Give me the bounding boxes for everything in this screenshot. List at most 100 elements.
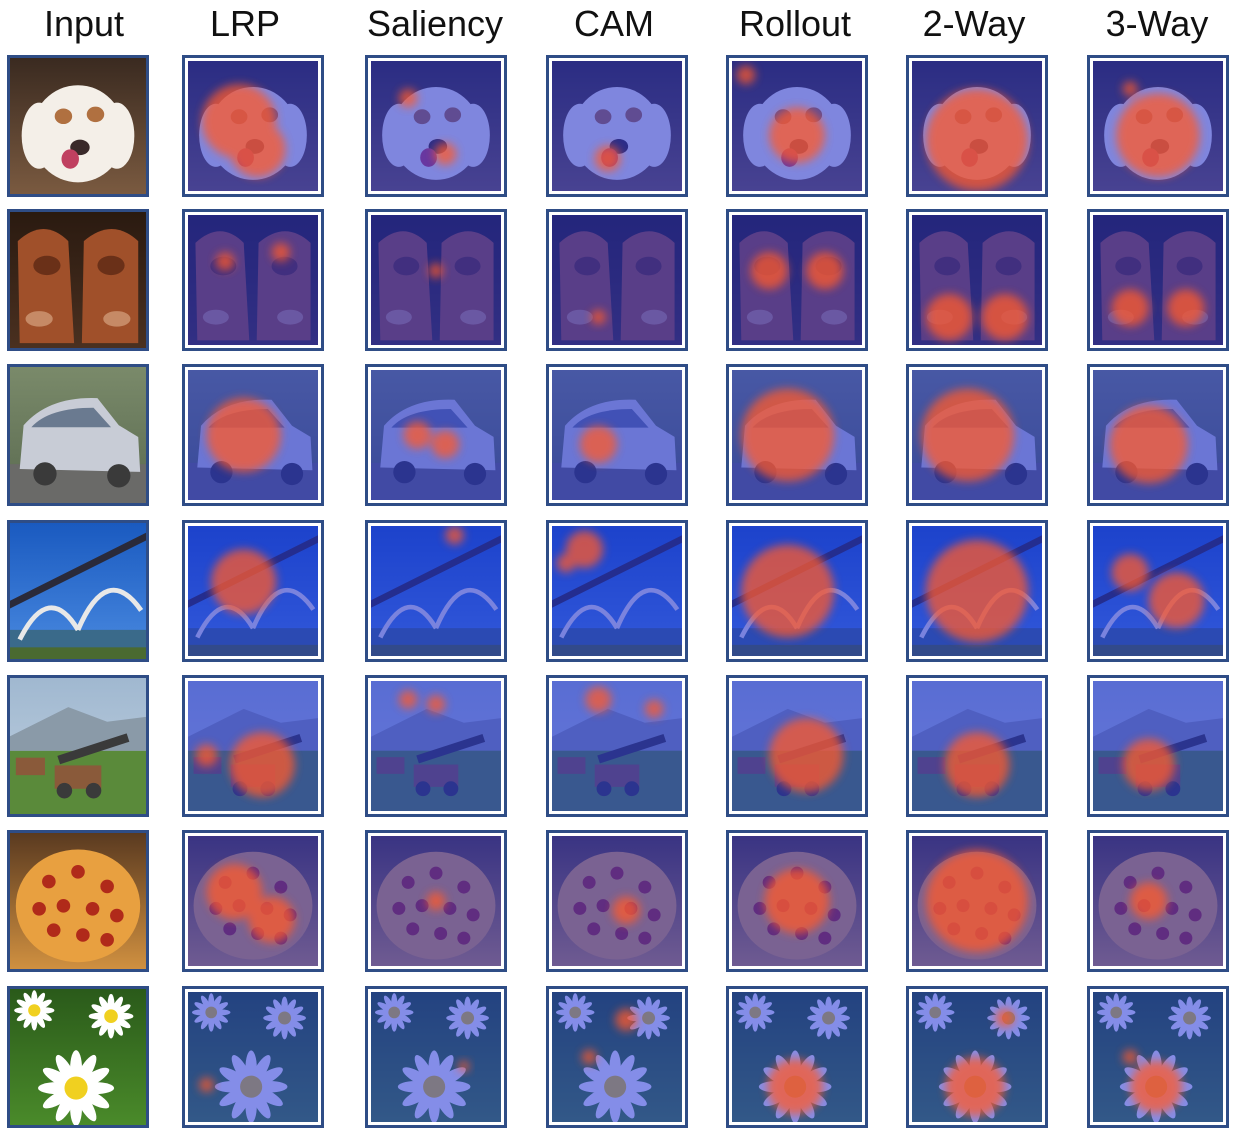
cannon-explanation-map [188,681,318,811]
heatmap-2-way [906,364,1048,506]
bridge-explanation-map [1093,526,1223,656]
heatmap-2-way [906,675,1048,817]
input-image [7,986,149,1128]
dog-explanation-map [912,61,1042,191]
heatmap-rollout [726,830,868,972]
cannon-photo [10,678,146,814]
heatmap-rollout [726,520,868,662]
bridge-explanation-map [371,526,501,656]
cannon-explanation-map [371,681,501,811]
column-header-2-way: 2-Way [922,3,1026,44]
car-explanation-map [552,370,682,500]
heatmap-cam [546,675,688,817]
car-explanation-map [912,370,1042,500]
column-header-cam: CAM [574,3,654,44]
daisy-explanation-map [912,992,1042,1122]
heatmap-saliency [365,520,507,662]
shoes-explanation-map [1093,215,1223,345]
heatmap-2-way [906,55,1048,197]
dog-explanation-map [552,61,682,191]
car-explanation-map [732,370,862,500]
cannon-explanation-map [912,681,1042,811]
heatmap-cam [546,986,688,1128]
heatmap-cam [546,55,688,197]
daisy-explanation-map [188,992,318,1122]
heatmap-3-way [1087,675,1229,817]
heatmap-2-way [906,830,1048,972]
dog-explanation-map [371,61,501,191]
heatmap-2-way [906,986,1048,1128]
heatmap-cam [546,830,688,972]
pizza-explanation-map [1093,836,1223,966]
bridge-explanation-map [188,526,318,656]
bridge-explanation-map [552,526,682,656]
heatmap-saliency [365,364,507,506]
cannon-explanation-map [732,681,862,811]
bridge-photo [10,523,146,659]
cannon-explanation-map [552,681,682,811]
heatmap-rollout [726,675,868,817]
shoes-explanation-map [732,215,862,345]
heatmap-3-way [1087,830,1229,972]
shoes-photo [10,212,146,348]
shoes-explanation-map [912,215,1042,345]
input-image [7,364,149,506]
heatmap-saliency [365,675,507,817]
dog-explanation-map [1093,61,1223,191]
heatmap-cam [546,364,688,506]
heatmap-lrp [182,55,324,197]
daisy-explanation-map [552,992,682,1122]
daisy-explanation-map [732,992,862,1122]
column-header-3-way: 3-Way [1105,3,1209,44]
cannon-explanation-map [1093,681,1223,811]
heatmap-saliency [365,209,507,351]
heatmap-lrp [182,830,324,972]
input-image [7,675,149,817]
shoes-explanation-map [188,215,318,345]
pizza-photo [10,833,146,969]
car-explanation-map [371,370,501,500]
heatmap-cam [546,209,688,351]
heatmap-rollout [726,209,868,351]
heatmap-3-way [1087,364,1229,506]
car-explanation-map [188,370,318,500]
heatmap-lrp [182,209,324,351]
daisy-explanation-map [371,992,501,1122]
pizza-explanation-map [371,836,501,966]
heatmap-lrp [182,675,324,817]
heatmap-saliency [365,986,507,1128]
column-header-rollout: Rollout [738,3,852,44]
pizza-explanation-map [732,836,862,966]
heatmap-3-way [1087,55,1229,197]
heatmap-saliency [365,55,507,197]
car-photo [10,367,146,503]
heatmap-lrp [182,520,324,662]
column-header-saliency: Saliency [366,3,504,44]
pizza-explanation-map [912,836,1042,966]
input-image [7,830,149,972]
heatmap-lrp [182,364,324,506]
pizza-explanation-map [188,836,318,966]
heatmap-3-way [1087,520,1229,662]
heatmap-rollout [726,986,868,1128]
heatmap-2-way [906,209,1048,351]
car-explanation-map [1093,370,1223,500]
input-image [7,520,149,662]
input-image [7,209,149,351]
heatmap-3-way [1087,986,1229,1128]
column-header-lrp: LRP [209,3,281,44]
heatmap-lrp [182,986,324,1128]
dog-photo [10,58,146,194]
shoes-explanation-map [552,215,682,345]
heatmap-cam [546,520,688,662]
heatmap-2-way [906,520,1048,662]
input-image [7,55,149,197]
shoes-explanation-map [371,215,501,345]
bridge-explanation-map [912,526,1042,656]
heatmap-rollout [726,55,868,197]
pizza-explanation-map [552,836,682,966]
daisy-explanation-map [1093,992,1223,1122]
bridge-explanation-map [732,526,862,656]
dog-explanation-map [732,61,862,191]
heatmap-rollout [726,364,868,506]
